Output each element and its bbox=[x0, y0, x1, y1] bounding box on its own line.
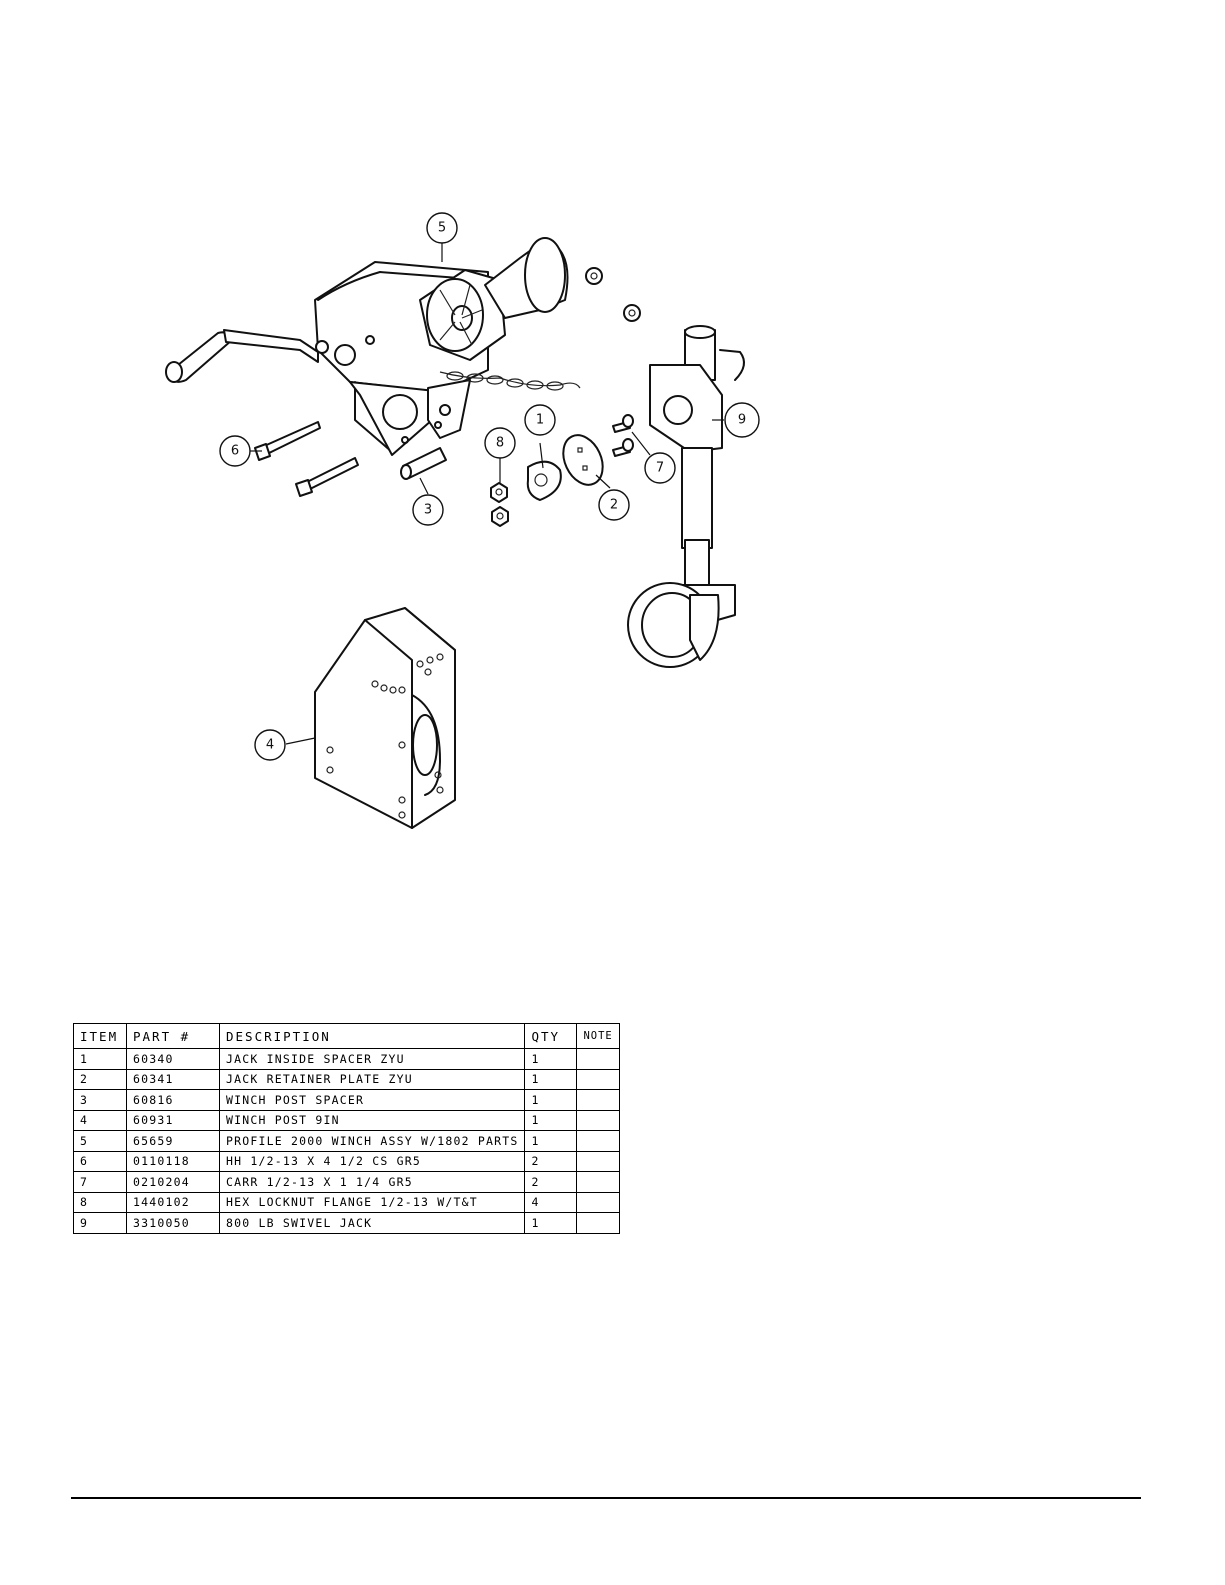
cell-part-number: 60340 bbox=[126, 1048, 220, 1070]
table-row: 7 0210204 CARR 1/2-13 X 1 1/4 GR5 2 bbox=[73, 1171, 620, 1193]
header-description: DESCRIPTION bbox=[218, 1023, 526, 1049]
cell-note bbox=[576, 1212, 620, 1234]
cell-description: 800 LB SWIVEL JACK bbox=[218, 1212, 526, 1234]
cell-note bbox=[576, 1068, 620, 1090]
hex-bolts-drawing bbox=[254, 421, 359, 497]
cell-description: PROFILE 2000 WINCH ASSY W/1802 PARTS bbox=[218, 1130, 526, 1152]
cell-qty: 4 bbox=[524, 1191, 578, 1213]
table-row: 9 3310050 800 LB SWIVEL JACK 1 bbox=[73, 1212, 620, 1234]
table-row: 4 60931 WINCH POST 9IN 1 bbox=[73, 1109, 620, 1131]
winch-post-spacer-drawing bbox=[400, 447, 447, 480]
svg-text:2: 2 bbox=[610, 498, 618, 513]
jack-inside-spacer-drawing bbox=[526, 460, 562, 501]
callout-item-4: 4 bbox=[254, 729, 286, 761]
callout-item-8: 8 bbox=[484, 427, 516, 459]
cell-item: 5 bbox=[73, 1130, 127, 1152]
header-note: NOTE bbox=[576, 1023, 620, 1049]
cell-item: 4 bbox=[73, 1109, 127, 1131]
table-row: 1 60340 JACK INSIDE SPACER ZYU 1 bbox=[73, 1048, 620, 1070]
svg-text:5: 5 bbox=[438, 221, 446, 236]
svg-text:8: 8 bbox=[496, 436, 504, 451]
cell-qty: 2 bbox=[524, 1171, 578, 1193]
locknuts-drawing bbox=[490, 482, 509, 527]
cell-description: CARR 1/2-13 X 1 1/4 GR5 bbox=[218, 1171, 526, 1193]
cell-qty: 1 bbox=[524, 1089, 578, 1111]
cell-note bbox=[576, 1191, 620, 1213]
cell-item: 1 bbox=[73, 1048, 127, 1070]
svg-text:6: 6 bbox=[231, 444, 239, 459]
table-row: 2 60341 JACK RETAINER PLATE ZYU 1 bbox=[73, 1068, 620, 1090]
cell-note bbox=[576, 1109, 620, 1131]
cell-qty: 1 bbox=[524, 1068, 578, 1090]
cell-description: JACK RETAINER PLATE ZYU bbox=[218, 1068, 526, 1090]
cell-part-number: 60816 bbox=[126, 1089, 220, 1111]
cell-item: 7 bbox=[73, 1171, 127, 1193]
cell-item: 8 bbox=[73, 1191, 127, 1213]
loose-nuts-drawing bbox=[585, 267, 641, 322]
cell-note bbox=[576, 1130, 620, 1152]
cell-item: 3 bbox=[73, 1089, 127, 1111]
callout-item-7: 7 bbox=[644, 452, 676, 484]
footer-divider bbox=[71, 1497, 1141, 1499]
jack-retainer-plate-drawing bbox=[562, 434, 604, 486]
cell-note bbox=[576, 1048, 620, 1070]
header-part-number: PART # bbox=[126, 1023, 220, 1049]
cell-qty: 2 bbox=[524, 1150, 578, 1172]
cell-description: WINCH POST SPACER bbox=[218, 1089, 526, 1111]
table-row: 6 0110118 HH 1/2-13 X 4 1/2 CS GR5 2 bbox=[73, 1150, 620, 1172]
swivel-jack-drawing bbox=[627, 325, 745, 668]
callout-item-9: 9 bbox=[724, 402, 760, 438]
cell-part-number: 60341 bbox=[126, 1068, 220, 1090]
callout-item-5: 5 bbox=[426, 212, 458, 244]
cell-qty: 1 bbox=[524, 1048, 578, 1070]
cell-note bbox=[576, 1089, 620, 1111]
cell-qty: 1 bbox=[524, 1212, 578, 1234]
svg-text:4: 4 bbox=[266, 738, 274, 753]
cell-part-number: 3310050 bbox=[126, 1212, 220, 1234]
cell-part-number: 0210204 bbox=[126, 1171, 220, 1193]
cell-note bbox=[576, 1150, 620, 1172]
callout-item-2: 2 bbox=[598, 489, 630, 521]
callout-item-6: 6 bbox=[219, 435, 251, 467]
svg-text:9: 9 bbox=[738, 413, 746, 428]
cell-description: HEX LOCKNUT FLANGE 1/2-13 W/T&T bbox=[218, 1191, 526, 1213]
svg-text:3: 3 bbox=[424, 503, 432, 518]
svg-text:1: 1 bbox=[536, 413, 544, 428]
parts-list-table: ITEM PART # DESCRIPTION QTY NOTE 1 60340… bbox=[73, 1023, 620, 1234]
cell-item: 6 bbox=[73, 1150, 127, 1172]
cell-description: WINCH POST 9IN bbox=[218, 1109, 526, 1131]
cell-description: HH 1/2-13 X 4 1/2 CS GR5 bbox=[218, 1150, 526, 1172]
cell-description: JACK INSIDE SPACER ZYU bbox=[218, 1048, 526, 1070]
table-header-row: ITEM PART # DESCRIPTION QTY NOTE bbox=[73, 1023, 620, 1049]
table-row: 8 1440102 HEX LOCKNUT FLANGE 1/2-13 W/T&… bbox=[73, 1191, 620, 1213]
exploded-parts-diagram: 5 6 3 4 8 1 2 7 9 bbox=[165, 212, 760, 829]
svg-text:7: 7 bbox=[656, 461, 664, 476]
callout-leaders bbox=[250, 243, 724, 745]
callout-item-3: 3 bbox=[412, 494, 444, 526]
header-qty: QTY bbox=[524, 1023, 578, 1049]
cell-note bbox=[576, 1171, 620, 1193]
cell-part-number: 60931 bbox=[126, 1109, 220, 1131]
cell-part-number: 65659 bbox=[126, 1130, 220, 1152]
cell-qty: 1 bbox=[524, 1130, 578, 1152]
cell-part-number: 0110118 bbox=[126, 1150, 220, 1172]
cell-qty: 1 bbox=[524, 1109, 578, 1131]
header-item: ITEM bbox=[73, 1023, 127, 1049]
cell-item: 9 bbox=[73, 1212, 127, 1234]
table-row: 5 65659 PROFILE 2000 WINCH ASSY W/1802 P… bbox=[73, 1130, 620, 1152]
table-row: 3 60816 WINCH POST SPACER 1 bbox=[73, 1089, 620, 1111]
winch-post-drawing bbox=[314, 607, 456, 829]
carriage-bolts-drawing bbox=[612, 414, 634, 457]
cell-part-number: 1440102 bbox=[126, 1191, 220, 1213]
winch-assembly-drawing bbox=[165, 237, 581, 456]
cell-item: 2 bbox=[73, 1068, 127, 1090]
callout-item-1: 1 bbox=[524, 404, 556, 436]
